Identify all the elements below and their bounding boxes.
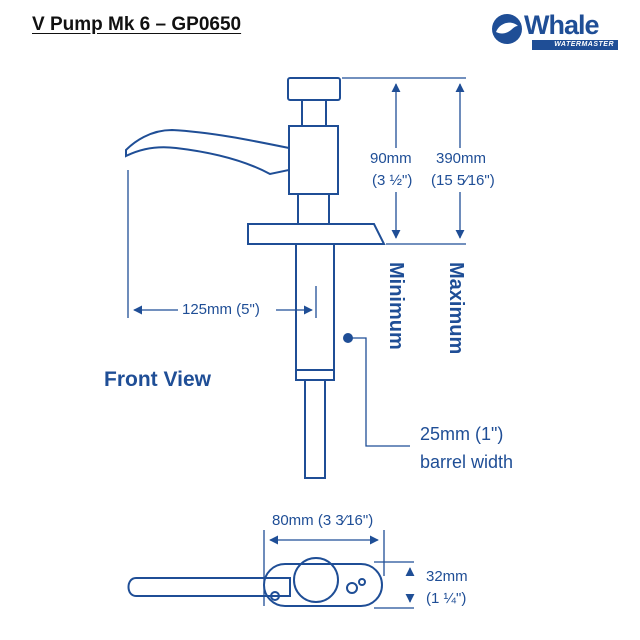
brand-tagline: WATERMASTER — [532, 40, 618, 50]
body-circle — [293, 557, 339, 603]
dimension-lines — [127, 77, 466, 609]
base-depth-mm: 32mm — [426, 568, 468, 585]
base-width: 80mm (3 3⁄16") — [272, 512, 374, 529]
pump-front-view — [125, 77, 386, 479]
spout-reach: 125mm (5") — [182, 301, 260, 318]
min-height-in: (3 ½") — [372, 172, 413, 189]
handle-pivot — [270, 591, 280, 601]
barrel-description: barrel width — [420, 452, 514, 472]
front-view-label: Front View — [104, 368, 211, 391]
barrel-size: 25mm (1") — [420, 424, 504, 444]
max-height-in: (15 5⁄16") — [431, 172, 495, 189]
pump-top-view — [127, 557, 383, 607]
maximum-label: Maximum — [445, 262, 467, 355]
page-title: V Pump Mk 6 – GP0650 — [32, 14, 242, 35]
pump-body — [288, 125, 339, 195]
pump-barrel — [295, 243, 335, 371]
max-height-mm: 390mm — [436, 150, 487, 167]
top-handle — [127, 577, 291, 597]
min-height-mm: 90mm — [370, 150, 412, 167]
brand-name: Whale — [524, 10, 600, 40]
mounting-flange — [247, 223, 386, 245]
pump-spout — [125, 128, 290, 176]
suction-tube — [304, 379, 326, 479]
mount-hole-b — [358, 578, 366, 586]
knob-stem — [301, 99, 327, 127]
base-depth-in: (1 ¼") — [426, 590, 467, 607]
minimum-label: Minimum — [385, 262, 407, 350]
pump-neck — [297, 193, 330, 225]
brand-logo: Whale WATERMASTER — [490, 10, 620, 52]
mount-hole-a — [346, 582, 358, 594]
base-plate — [263, 563, 383, 607]
whale-icon — [492, 14, 522, 44]
barrel-collar — [295, 369, 335, 381]
barrel-callout-dot — [343, 333, 353, 343]
pump-knob — [287, 77, 341, 101]
